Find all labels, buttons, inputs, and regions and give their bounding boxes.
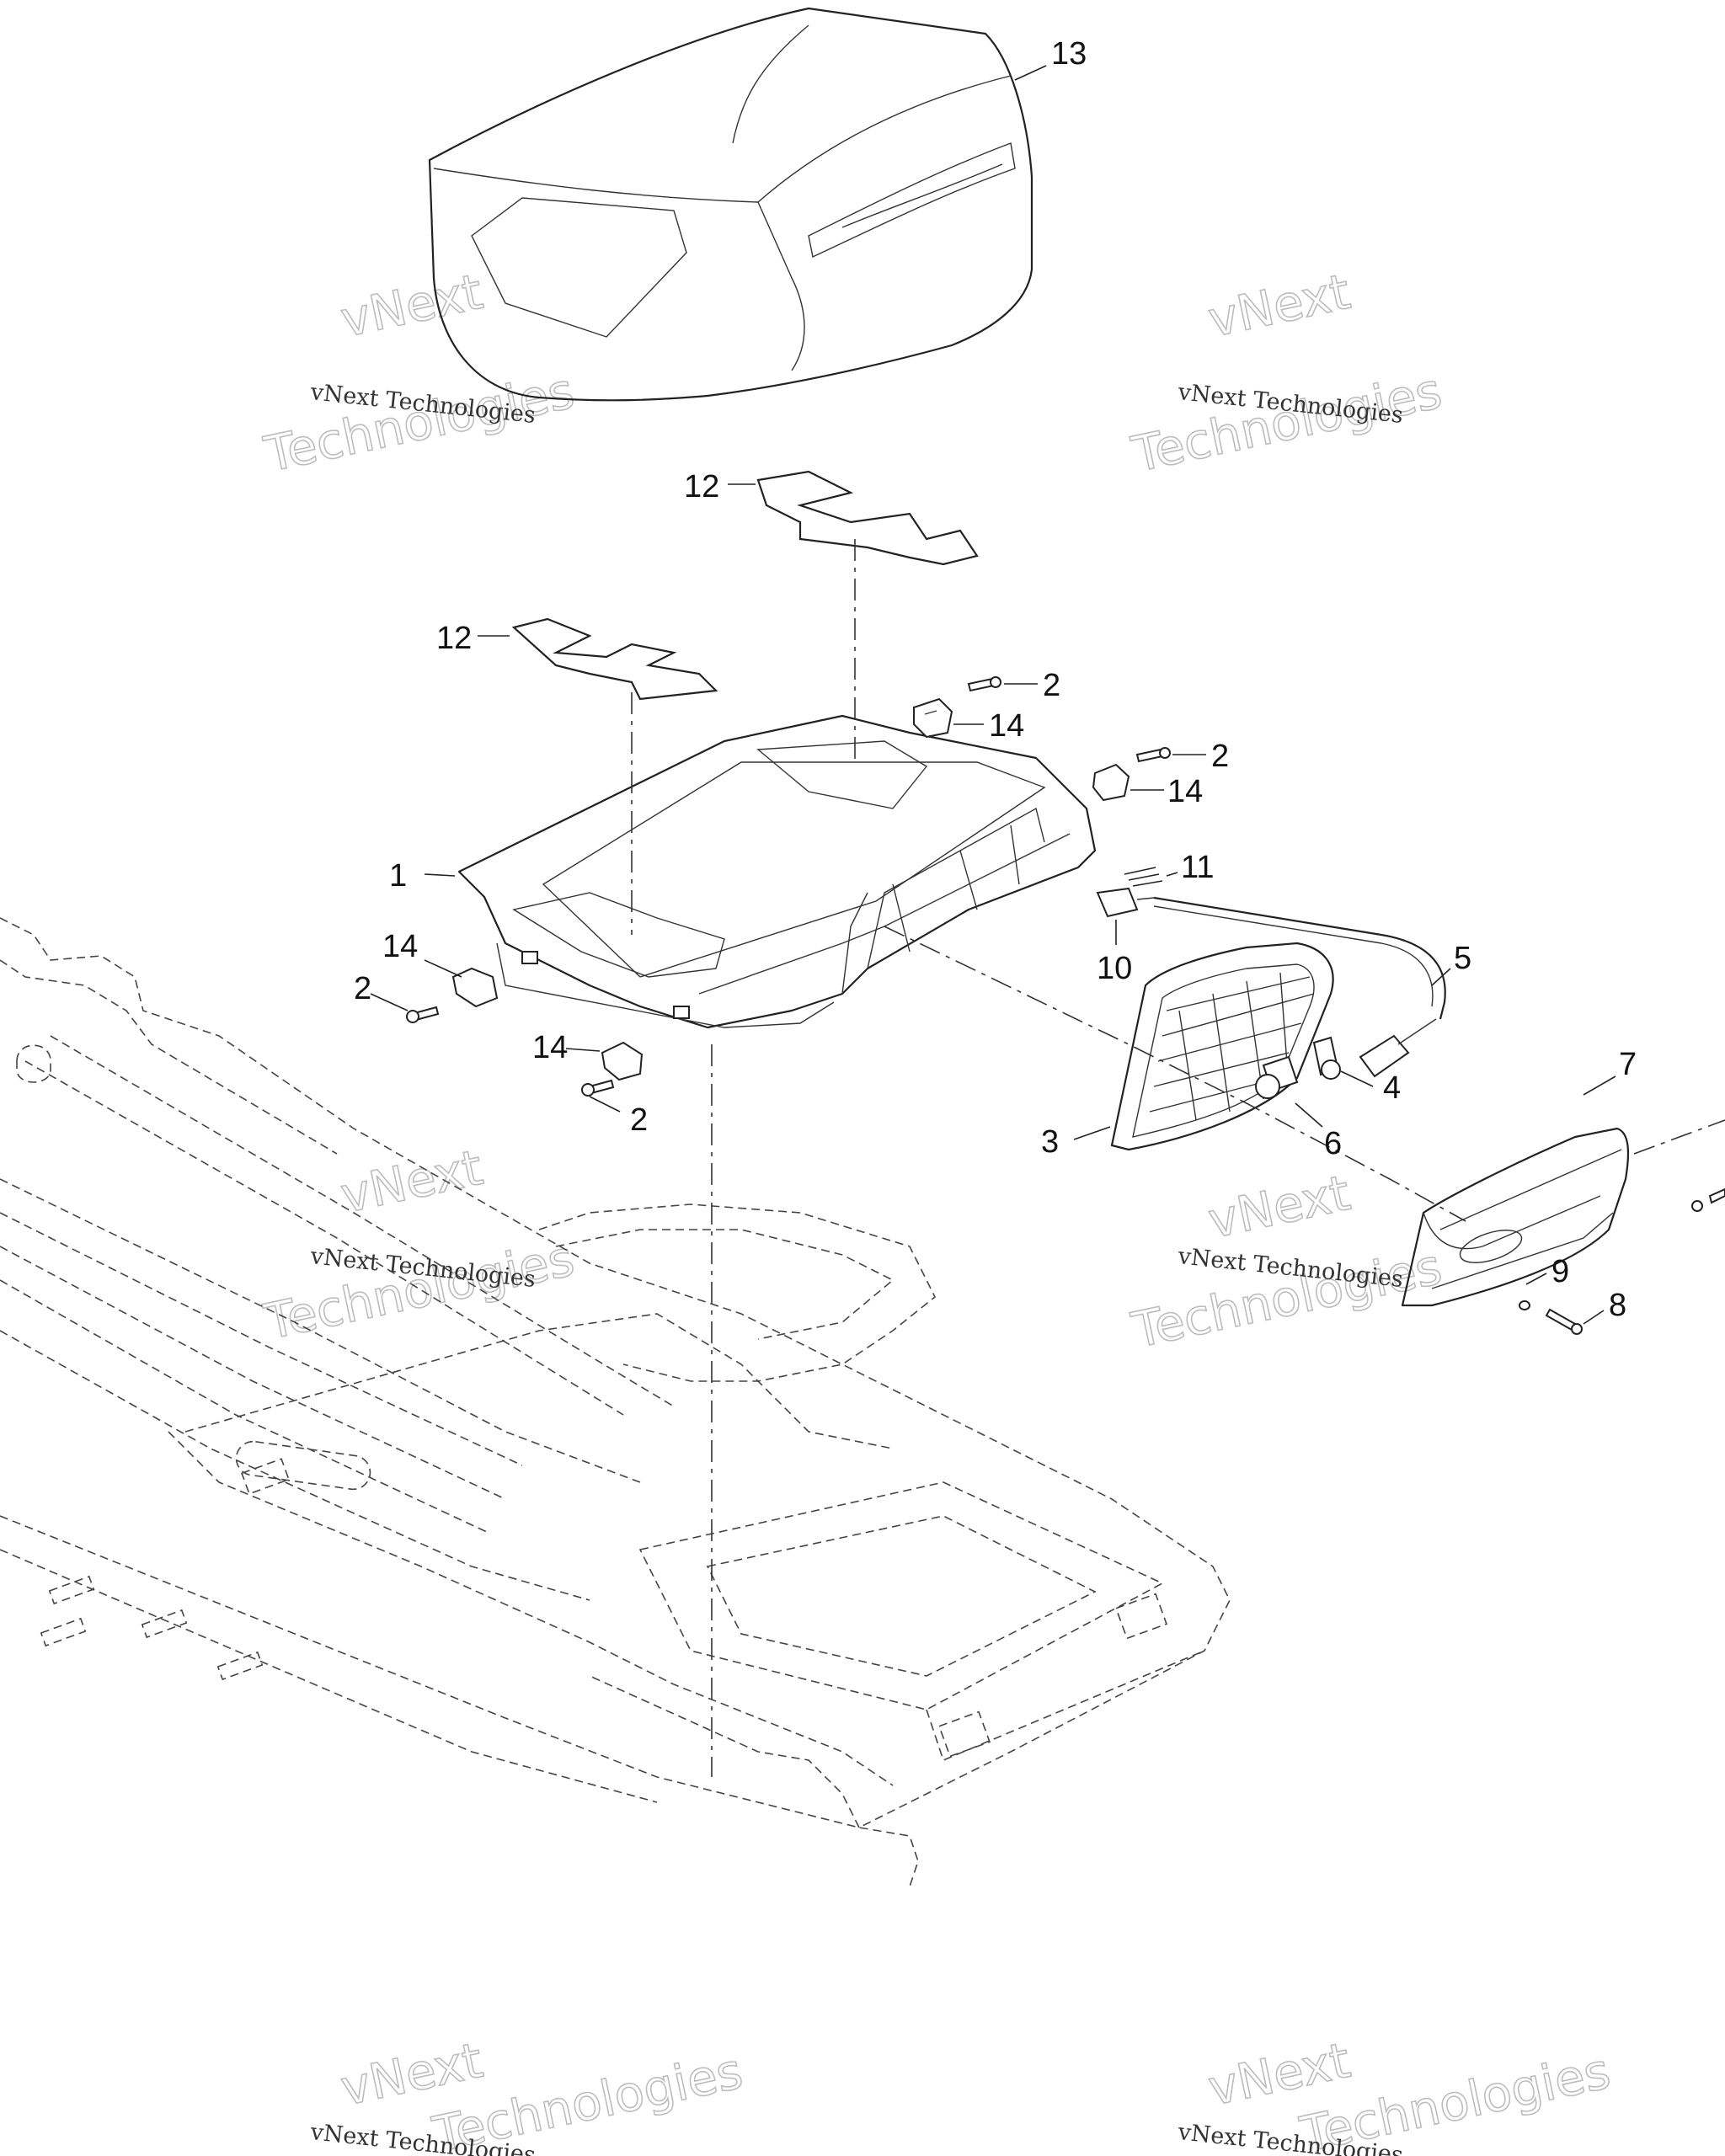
chassis-tunnel <box>0 917 1231 1887</box>
chassis-tread-slots <box>40 1575 264 1681</box>
clip-part-14-upper <box>913 697 953 739</box>
watermark-big-top: vNext <box>1204 1164 1355 1250</box>
screw-part-2-right <box>1135 747 1171 763</box>
screw-part-8 <box>1545 1308 1583 1335</box>
watermark-bottom-right: vNext Technologies vNext Technologies <box>1176 2031 1616 2156</box>
clip-part-14-bottom <box>601 1041 644 1081</box>
bulb-socket-part-4 <box>1312 1036 1341 1080</box>
callout-2-right: 2 <box>1211 739 1229 774</box>
screw-part-8-right <box>1691 1187 1725 1212</box>
chassis-slot-icon <box>937 1710 991 1758</box>
callout-1: 1 <box>389 858 407 894</box>
screw-part-2-left <box>406 1006 440 1023</box>
callout-14-upper: 14 <box>989 708 1024 744</box>
connector-part-10 <box>1096 887 1155 918</box>
callout-8: 8 <box>1609 1288 1626 1323</box>
mount-hole-icon <box>521 951 538 964</box>
terminals-part-11 <box>1124 867 1163 887</box>
watermark-top-left: vNext Technologies vNext Technologies <box>259 262 579 484</box>
watermark-big-top: vNext <box>336 263 488 349</box>
watermark-big-top: vNext <box>336 1139 488 1225</box>
wiring-harness-part-5 <box>1153 896 1446 1078</box>
callout-11: 11 <box>1181 850 1214 885</box>
callout-2-bottom: 2 <box>630 1102 648 1138</box>
callout-2-left: 2 <box>354 971 371 1006</box>
callout-14-left: 14 <box>382 929 418 964</box>
clip-part-14-left <box>451 967 499 1008</box>
screw-part-2-bottom <box>581 1079 615 1097</box>
pad-part-12-upper <box>756 470 979 566</box>
seat-base-part-1 <box>457 714 1097 1029</box>
watermark-top-right: vNext Technologies vNext Technologies <box>1126 262 1447 484</box>
callout-14-right: 14 <box>1167 774 1203 809</box>
callout-5: 5 <box>1454 941 1471 976</box>
assembly-center-lines <box>631 539 1725 1777</box>
callout-2-upper: 2 <box>1043 668 1060 703</box>
callout-labels: 13 12 12 2 14 2 14 1 11 10 14 2 5 14 2 4… <box>354 36 1637 1323</box>
callout-13: 13 <box>1051 36 1087 72</box>
taillight-lens-part-7 <box>1401 1127 1630 1307</box>
watermark-mid-right: vNext Technologies vNext Technologies <box>1126 1163 1447 1360</box>
watermark-mid-left: vNext Technologies vNext Technologies <box>259 1138 579 1352</box>
chassis-slot-icon <box>241 1458 290 1495</box>
callout-12-upper: 12 <box>684 469 719 504</box>
mount-hole-icon <box>673 1006 690 1019</box>
watermark-bottom-left: vNext Technologies vNext Technologies <box>308 2031 748 2156</box>
pad-part-12-lower <box>511 617 718 701</box>
callout-7: 7 <box>1619 1047 1637 1082</box>
callout-9: 9 <box>1551 1254 1569 1289</box>
callout-14-bottom: 14 <box>532 1030 568 1065</box>
leader-lines <box>370 65 1616 1325</box>
callout-10: 10 <box>1097 951 1132 986</box>
callout-4: 4 <box>1383 1070 1401 1106</box>
seat-cushion-part-13 <box>428 7 1033 402</box>
callout-3: 3 <box>1041 1124 1059 1160</box>
taillight-housing-part-3 <box>1110 942 1334 1151</box>
callout-12-lower: 12 <box>436 621 472 656</box>
chassis-slot-icon <box>1114 1593 1168 1640</box>
clip-part-14-right <box>1092 763 1130 802</box>
bulb-part-6 <box>1255 1055 1299 1099</box>
watermark-big-top: vNext <box>1204 263 1355 349</box>
chassis-grab-handle <box>235 1440 371 1491</box>
callout-6: 6 <box>1324 1126 1342 1161</box>
washer-part-9 <box>1519 1300 1530 1310</box>
screw-part-2-upper <box>967 676 1001 692</box>
